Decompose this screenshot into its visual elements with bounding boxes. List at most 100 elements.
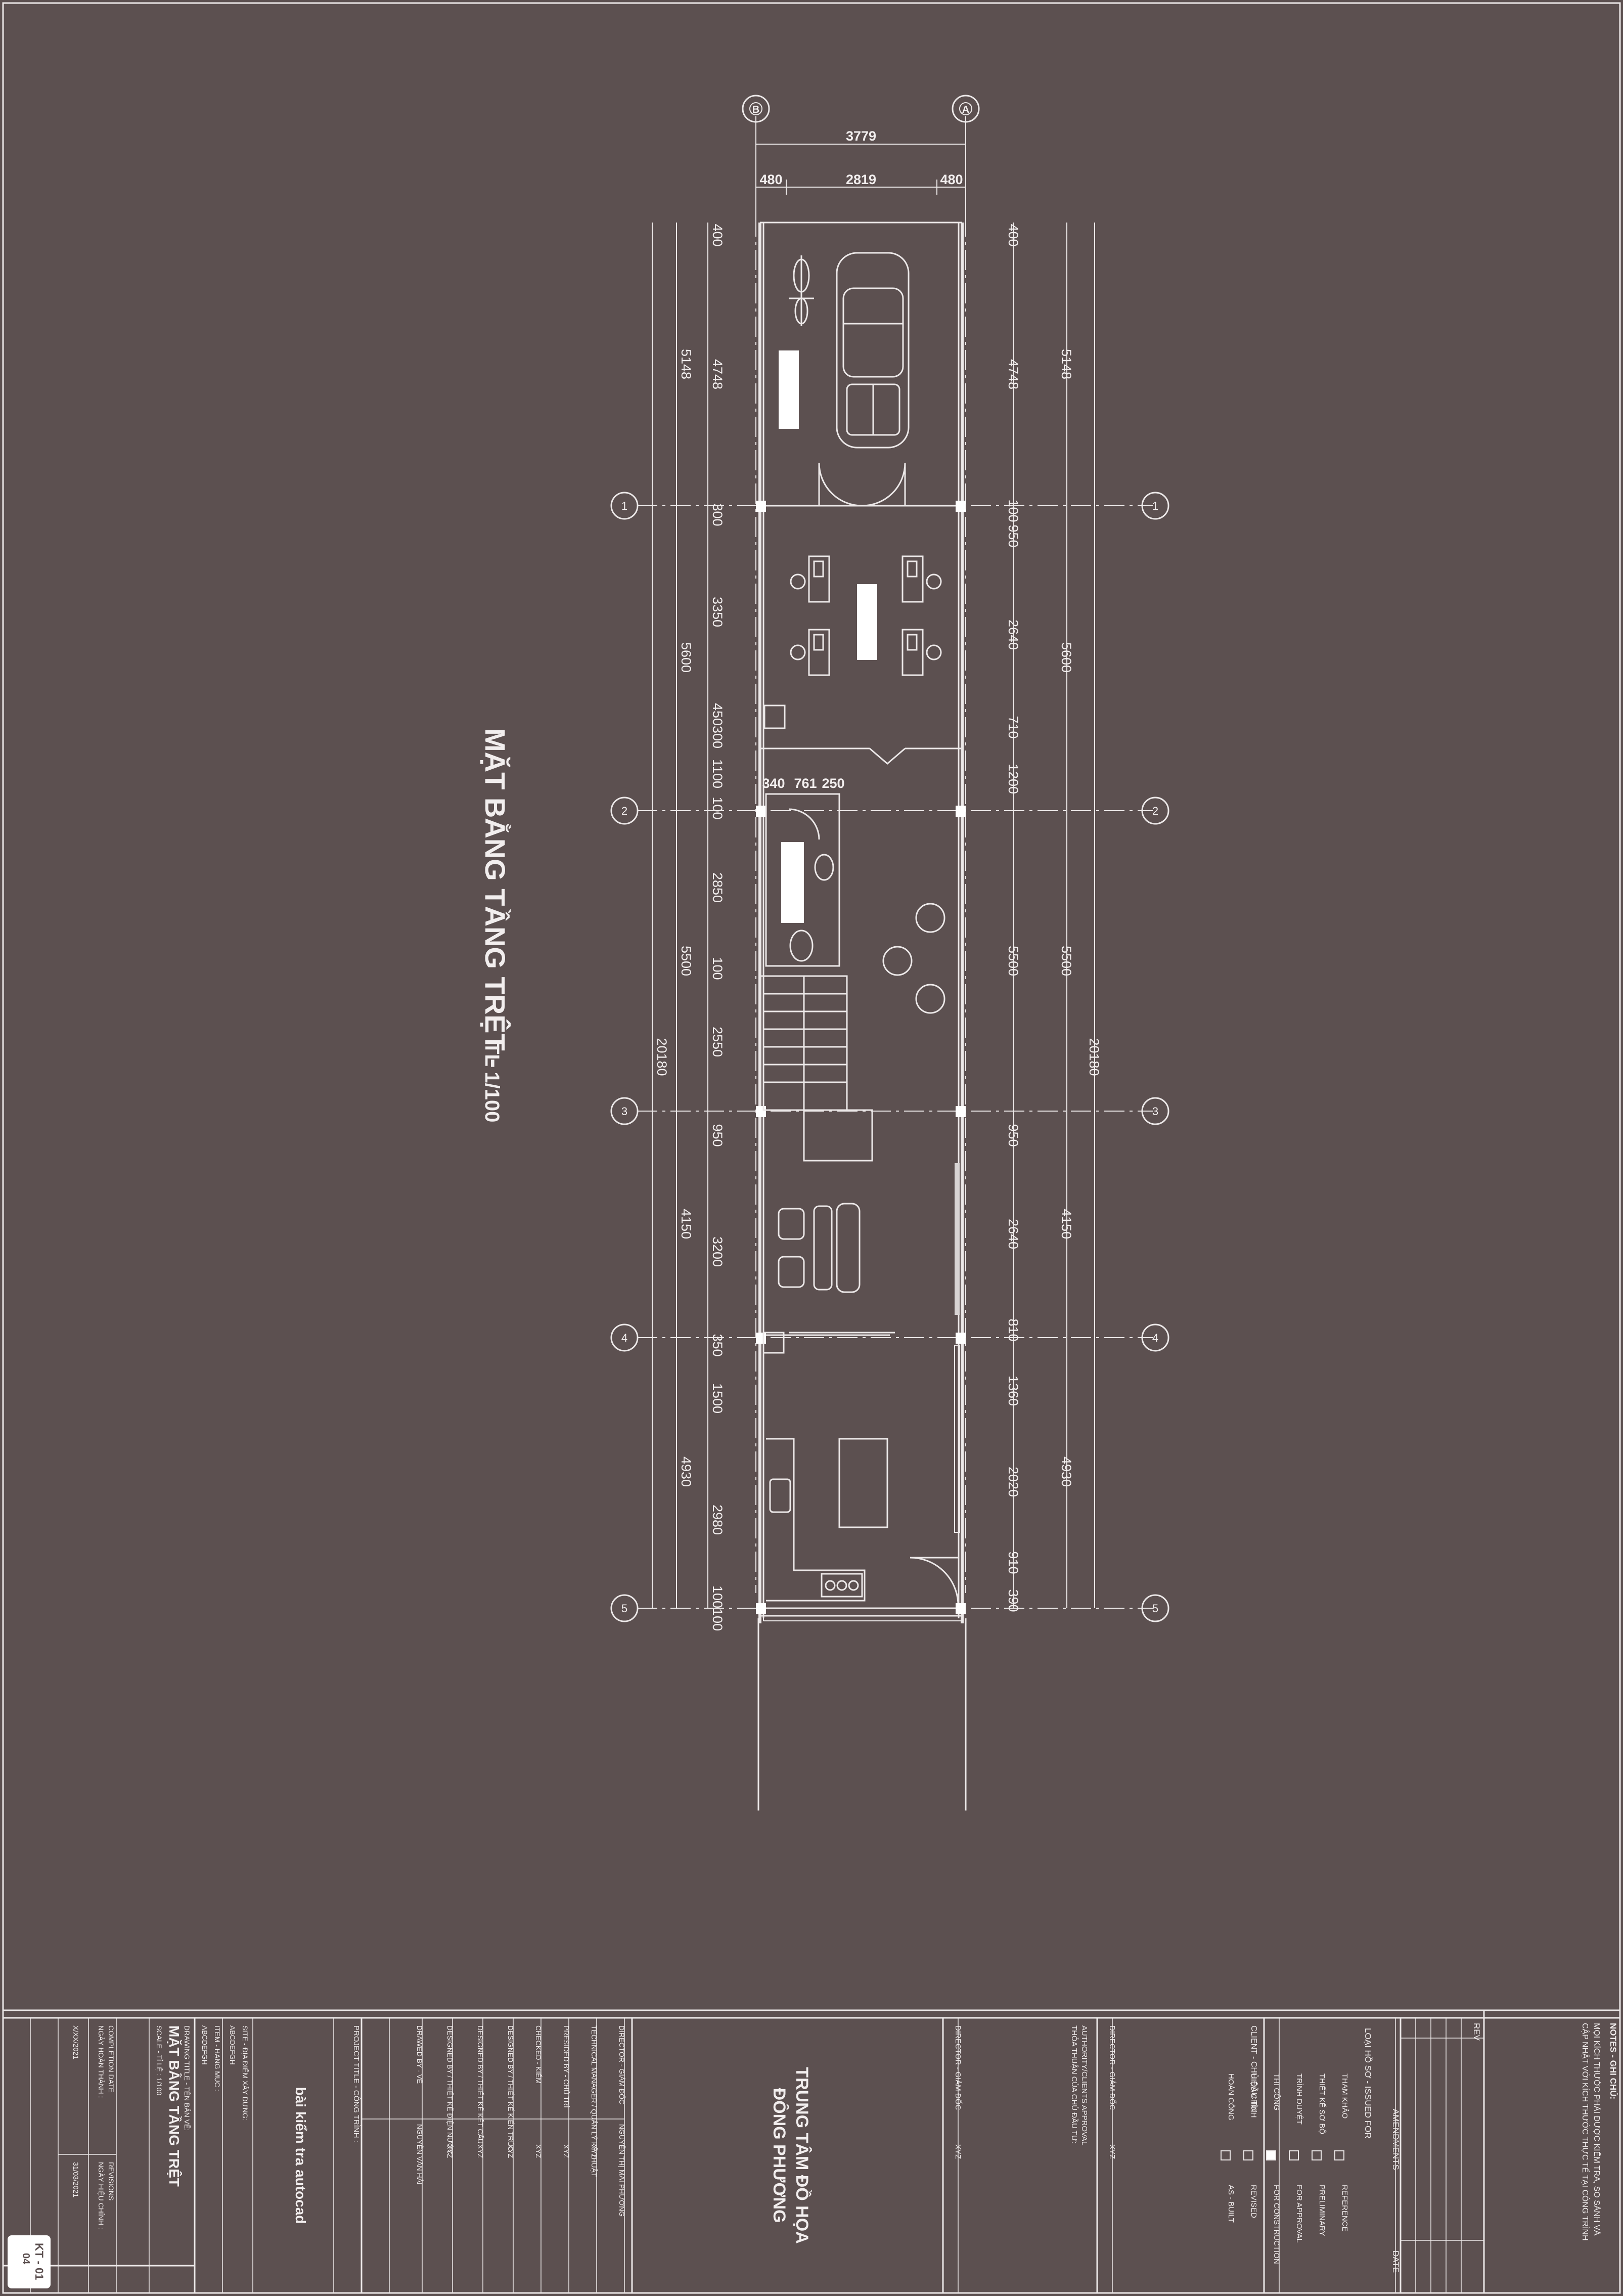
title-block: NOTES - GHI CHÚ: MỌI KÍCH THƯỚC PHẢI ĐƯỢ… (2, 2009, 1621, 2294)
svg-text:CLIENT - CHỦ ĐẦU TƯ:: CLIENT - CHỦ ĐẦU TƯ: (1249, 2025, 1259, 2114)
svg-text:MẶT BẰNG TẦNG TRỆT: MẶT BẰNG TẦNG TRỆT (166, 2025, 182, 2187)
wc (765, 793, 840, 967)
site: SITE - ĐỊA ĐIỂM XÂY DỰNG: ABCDEFGH ITEM … (201, 2025, 250, 2121)
svg-text:DATE: DATE (1391, 2250, 1401, 2273)
svg-text:4: 4 (621, 1332, 627, 1344)
svg-text:XYZ: XYZ (507, 2144, 515, 2158)
svg-text:1: 1 (1152, 500, 1158, 512)
svg-text:THI CÔNG: THI CÔNG (1272, 2073, 1281, 2110)
svg-text:2980: 2980 (710, 1505, 725, 1535)
svg-text:5600: 5600 (1059, 642, 1074, 673)
svg-text:DESIGNED BY / THIẾT KẾ KẾT CẤU: DESIGNED BY / THIẾT KẾ KẾT CẤU (476, 2025, 484, 2144)
svg-text:5500: 5500 (1059, 946, 1074, 976)
svg-text:3: 3 (1152, 1105, 1158, 1118)
axis-bubbles-left: 1 2 3 4 5 (610, 492, 639, 1622)
svg-text:NGUYỄN VĂN HẢI: NGUYỄN VĂN HẢI (416, 2124, 424, 2185)
svg-text:2850: 2850 (710, 872, 725, 903)
svg-text:XYZ: XYZ (446, 2144, 454, 2158)
svg-text:XYZ: XYZ (1108, 2144, 1116, 2159)
dimensions-left-inner: 400 4748 300 3350 450300 1100 100 2850 1… (710, 224, 725, 1631)
office-desks (790, 555, 942, 676)
svg-text:3350: 3350 (710, 597, 725, 627)
svg-text:ABCDEFGH: ABCDEFGH (201, 2025, 209, 2065)
svg-text:AUTHORITY/CLIENTS APPROVAL: AUTHORITY/CLIENTS APPROVAL (1080, 2025, 1089, 2145)
svg-text:NGUYỄN THỊ MAI PHƯƠNG: NGUYỄN THỊ MAI PHƯƠNG (618, 2124, 626, 2217)
svg-text:450300: 450300 (710, 703, 725, 748)
svg-text:XYZ: XYZ (954, 2144, 962, 2159)
svg-text:910: 910 (1006, 1551, 1021, 1574)
svg-text:810: 810 (1006, 1318, 1021, 1341)
svg-text:DIRECTOR - GIÁM ĐỐC: DIRECTOR - GIÁM ĐỐC (954, 2025, 963, 2110)
svg-text:5: 5 (621, 1602, 627, 1615)
axis-bubbles-right: 1 2 3 4 5 (1141, 492, 1169, 1622)
svg-text:100: 100 (1006, 499, 1021, 522)
dimensions-right-inner: 400 4748 100 950 2640 710 1200 5500 950 … (1006, 224, 1021, 1612)
svg-text:340: 340 (762, 776, 785, 791)
svg-text:ABCDEFGH: ABCDEFGH (229, 2025, 237, 2065)
svg-text:4748: 4748 (710, 359, 725, 389)
svg-text:THIẾT KẾ SƠ BỘ: THIẾT KẾ SƠ BỘ (1318, 2073, 1326, 2134)
svg-text:NGÀY HOÀN THÀNH :: NGÀY HOÀN THÀNH : (97, 2025, 105, 2098)
svg-text:761: 761 (794, 776, 817, 791)
svg-text:DRAWING TITLE - TÊN BẢN VẼ:: DRAWING TITLE - TÊN BẢN VẼ: (183, 2025, 191, 2131)
office-table (857, 584, 877, 660)
svg-text:FOR CONSTRUCTION: FOR CONSTRUCTION (1272, 2185, 1281, 2264)
svg-text:LOẠI HỒ SƠ - ISSUED FOR: LOẠI HỒ SƠ - ISSUED FOR (1363, 2028, 1373, 2139)
svg-text:PRESIDED BY - CHỦ TRÌ: PRESIDED BY - CHỦ TRÌ (562, 2025, 571, 2108)
svg-text:100100: 100100 (710, 1585, 725, 1631)
floor-plan: B A 1 2 3 4 5 1 2 3 4 5 37 (479, 95, 1169, 1811)
dimensions-left-outer: 5148 5600 5500 4150 4930 (679, 349, 694, 1487)
svg-text:B: B (752, 104, 759, 115)
dimensions-right-total: 20180 (1087, 1038, 1102, 1076)
svg-text:4150: 4150 (1059, 1209, 1074, 1239)
svg-text:TECHNICAL MANAGER / QUẢN LÝ KỸ: TECHNICAL MANAGER / QUẢN LÝ KỸ THUẬT (590, 2025, 598, 2177)
project-title: PROJECT TITLE - CÔNG TRÌNH : bài kiểm tr… (293, 2025, 360, 2224)
dimensions-top: 3779 480 2819 480 (755, 124, 966, 228)
car-symbol (836, 252, 910, 449)
svg-text:THỎA THUẬN CỦA CHỦ ĐẦU TƯ:: THỎA THUẬN CỦA CHỦ ĐẦU TƯ: (1070, 2025, 1079, 2144)
svg-text:950: 950 (1006, 1124, 1021, 1146)
svg-text:HIỆU CHỈNH: HIỆU CHỈNH (1249, 2073, 1258, 2118)
svg-text:350: 350 (710, 1334, 725, 1356)
drawing-title: MẶT BẰNG TẦNG TRỆT - (479, 728, 511, 1068)
svg-text:2640: 2640 (1006, 1219, 1021, 1249)
svg-text:DESIGNED BY / THIẾT KẾ KIẾN TR: DESIGNED BY / THIẾT KẾ KIẾN TRÚC (507, 2025, 515, 2151)
drawing-title-block: DRAWING TITLE - TÊN BẢN VẼ: MẶT BẰNG TẦN… (72, 2025, 191, 2229)
svg-text:SITE - ĐỊA ĐIỂM XÂY DỰNG:: SITE - ĐỊA ĐIỂM XÂY DỰNG: (241, 2025, 250, 2121)
svg-text:MỌI KÍCH THƯỚC PHẢI ĐƯỢC KIỂM: MỌI KÍCH THƯỚC PHẢI ĐƯỢC KIỂM TRA, SO SÁ… (1592, 2023, 1602, 2236)
svg-text:950: 950 (710, 1124, 725, 1146)
svg-text:XYZ: XYZ (562, 2144, 570, 2158)
svg-text:TRÌNH DUYỆT: TRÌNH DUYỆT (1295, 2073, 1303, 2125)
svg-text:REVISED: REVISED (1249, 2185, 1258, 2218)
svg-text:PROJECT TITLE - CÔNG TRÌNH :: PROJECT TITLE - CÔNG TRÌNH : (352, 2025, 360, 2142)
svg-text:PRELIMINARY: PRELIMINARY (1318, 2185, 1326, 2236)
window (954, 1345, 960, 1533)
svg-text:400: 400 (710, 224, 725, 246)
svg-text:5148: 5148 (679, 349, 694, 379)
svg-text:2: 2 (1152, 805, 1158, 817)
svg-text:400: 400 (1006, 224, 1021, 246)
staff-list: DIRECTOR - GIÁM ĐỐC NGUYỄN THỊ MAI PHƯƠN… (416, 2025, 626, 2217)
kitchen (766, 1438, 959, 1604)
svg-text:ĐÔNG PHƯƠNG: ĐÔNG PHƯƠNG (770, 2088, 789, 2223)
svg-text:DRAWED BY - VẼ: DRAWED BY - VẼ (416, 2025, 424, 2084)
svg-text:5148: 5148 (1059, 349, 1074, 379)
svg-text:31/03/2021: 31/03/2021 (72, 2162, 80, 2197)
svg-text:4: 4 (1152, 1332, 1158, 1344)
svg-text:bài kiểm tra autocad: bài kiểm tra autocad (293, 2087, 308, 2224)
svg-text:100: 100 (710, 957, 725, 980)
svg-text:4930: 4930 (679, 1456, 694, 1487)
svg-text:REVISIONS: REVISIONS (107, 2162, 115, 2200)
svg-text:1500: 1500 (710, 1383, 725, 1414)
svg-text:AMENDMENTS: AMENDMENTS (1391, 2109, 1401, 2170)
window (955, 1163, 960, 1315)
svg-text:KT - 01: KT - 01 (33, 2243, 46, 2280)
svg-text:1200: 1200 (1006, 764, 1021, 794)
svg-text:XYZ: XYZ (534, 2144, 543, 2158)
axis-bubble-A: A (952, 95, 980, 123)
axis-bubble-B: B (742, 95, 770, 123)
notes: NOTES - GHI CHÚ: MỌI KÍCH THƯỚC PHẢI ĐƯỢ… (1581, 2023, 1618, 2241)
dining-chairs (882, 903, 945, 1014)
company-name: TRUNG TÂM ĐỒ HỌA ĐÔNG PHƯƠNG (770, 2067, 811, 2243)
